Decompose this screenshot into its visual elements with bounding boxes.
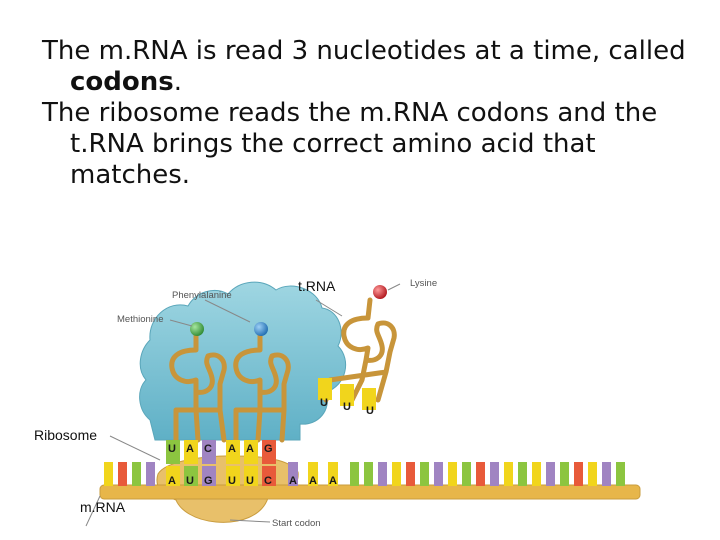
label-mrna: m.RNA	[80, 499, 126, 515]
phenylalanine-amino-acid	[254, 322, 268, 336]
methionine-amino-acid	[190, 322, 204, 336]
mrna-base-5: U	[246, 475, 254, 487]
mrna-base-9: A	[329, 475, 337, 487]
incoming-anticodon-1: U	[320, 397, 328, 409]
mrna-base-8: A	[309, 475, 317, 487]
paragraph-codons-main: The m.RNA is read 3 nucleotides at a tim…	[42, 36, 686, 66]
label-trna: t.RNA	[298, 278, 336, 294]
codons-term: codons	[70, 67, 174, 97]
mrna-base-3: G	[204, 475, 213, 487]
trna1-anticodon-3: C	[204, 443, 212, 455]
incoming-anticodon-3: U	[366, 405, 374, 417]
trna1-anticodon-1: U	[168, 443, 176, 455]
paragraph-codons-end: .	[173, 67, 182, 97]
trna2-anticodon-3: G	[264, 443, 273, 455]
paragraph-codons: The m.RNA is read 3 nucleotides at a tim…	[42, 36, 692, 98]
label-phenylalanine: Phenylalanine	[172, 290, 232, 301]
explanation-text: The m.RNA is read 3 nucleotides at a tim…	[42, 36, 692, 191]
label-pointer-lines	[85, 283, 401, 527]
mrna-base-2: U	[186, 475, 194, 487]
mrna-base-stripes	[104, 462, 625, 486]
trna-lysine-incoming	[323, 297, 397, 403]
trna2-anticodon-2: A	[246, 443, 254, 455]
anticodon-blocks	[166, 378, 376, 464]
mrna-base-7: A	[289, 475, 297, 487]
mrna-backbone	[99, 484, 641, 500]
trna-methionine	[169, 327, 227, 443]
label-ribosome: Ribosome	[34, 427, 97, 443]
mrna-base-1: A	[168, 475, 176, 487]
ribosome-large-subunit	[139, 281, 347, 441]
label-start-codon: Start codon	[272, 518, 321, 529]
incoming-anticodon-2: U	[343, 401, 351, 413]
trna1-anticodon-2: A	[186, 443, 194, 455]
trna-phenylalanine	[233, 327, 291, 443]
label-methionine: Methionine	[117, 314, 163, 325]
paragraph-ribosome: The ribosome reads the m.RNA codons and …	[42, 98, 658, 190]
mrna-base-4: U	[228, 475, 236, 487]
mrna-base-6: C	[264, 475, 272, 487]
label-lysine: Lysine	[410, 278, 437, 289]
trna2-anticodon-1: A	[228, 443, 236, 455]
lysine-amino-acid	[373, 285, 387, 299]
